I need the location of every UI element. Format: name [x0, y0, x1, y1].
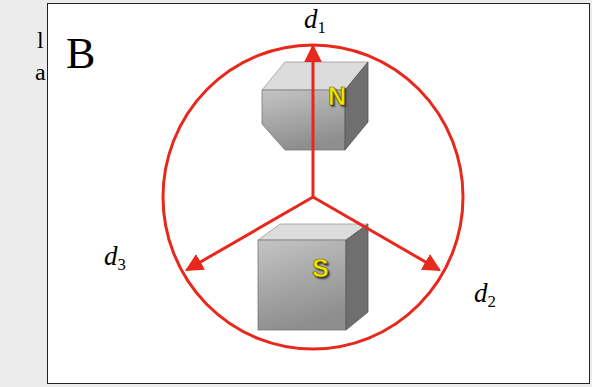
- direction-arrow: [187, 197, 313, 270]
- cut-text-fragment: a: [35, 60, 46, 84]
- panel-letter-holder: B: [66, 32, 95, 76]
- direction-label: d1: [304, 6, 326, 33]
- cut-text-fragment-holder: l: [37, 28, 44, 52]
- magnet-shape: [252, 56, 376, 160]
- cut-text-fragment: l: [37, 28, 44, 52]
- magnet-side: [345, 62, 368, 150]
- direction-arrow: [313, 197, 439, 270]
- pole-letter: N: [328, 84, 346, 109]
- direction-label-holder: d1: [304, 6, 326, 33]
- panel-letter: B: [66, 32, 95, 76]
- magnet-block: N: [252, 56, 376, 160]
- direction-label-holder: d3: [104, 243, 126, 270]
- direction-label-holder: d2: [474, 280, 496, 307]
- magnet-side: [346, 224, 368, 330]
- magnet-front: [258, 240, 346, 330]
- magnet-block: S: [252, 218, 376, 338]
- pole-letter: S: [312, 256, 329, 281]
- cut-text-fragment-holder: a: [35, 60, 46, 84]
- direction-label: d2: [474, 280, 496, 307]
- red-circle: [163, 45, 463, 349]
- direction-arrow: [312, 46, 315, 197]
- direction-label: d3: [104, 243, 126, 270]
